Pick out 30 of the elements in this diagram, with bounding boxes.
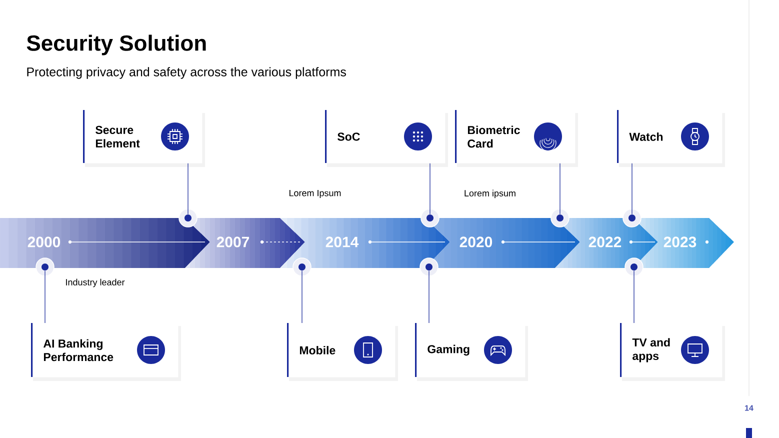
timeline-dot (420, 208, 440, 228)
chevron-segment: 2023 (633, 218, 734, 268)
node-label: 2007 (216, 236, 250, 248)
card: Gaming (415, 323, 528, 381)
node-label: 2000 (28, 236, 60, 248)
timeline-dot (622, 208, 642, 228)
timeline-dot (624, 258, 644, 276)
subtitle: Protecting privacy and safety across the various platforms (27, 67, 346, 79)
timeline-dot (292, 258, 312, 276)
card: Secure Element (83, 110, 205, 167)
card: SoC (325, 110, 448, 167)
timeline-dot (420, 258, 438, 276)
card: Biometric Card (455, 110, 578, 167)
title: Security Solution (26, 34, 206, 56)
node-label: 2023 (664, 236, 696, 248)
leader-line (428, 270, 430, 324)
timeline-dot (178, 208, 198, 228)
leader-line (44, 270, 46, 324)
node-label: 2020 (460, 236, 492, 248)
chevron-segment: 2000 (0, 218, 210, 268)
node-label: 2022 (588, 236, 622, 248)
note-text: Lorem ipsum (464, 190, 516, 198)
note-text: Industry leader (66, 278, 125, 288)
timeline-dot (550, 208, 570, 228)
note-text: Lorem Ipsum (289, 190, 341, 198)
page-number: 14 (745, 405, 754, 411)
card: AI Banking Performance (31, 323, 181, 381)
card: Mobile (287, 323, 398, 381)
timeline-dot (36, 258, 54, 276)
node-label: 2014 (326, 236, 359, 248)
